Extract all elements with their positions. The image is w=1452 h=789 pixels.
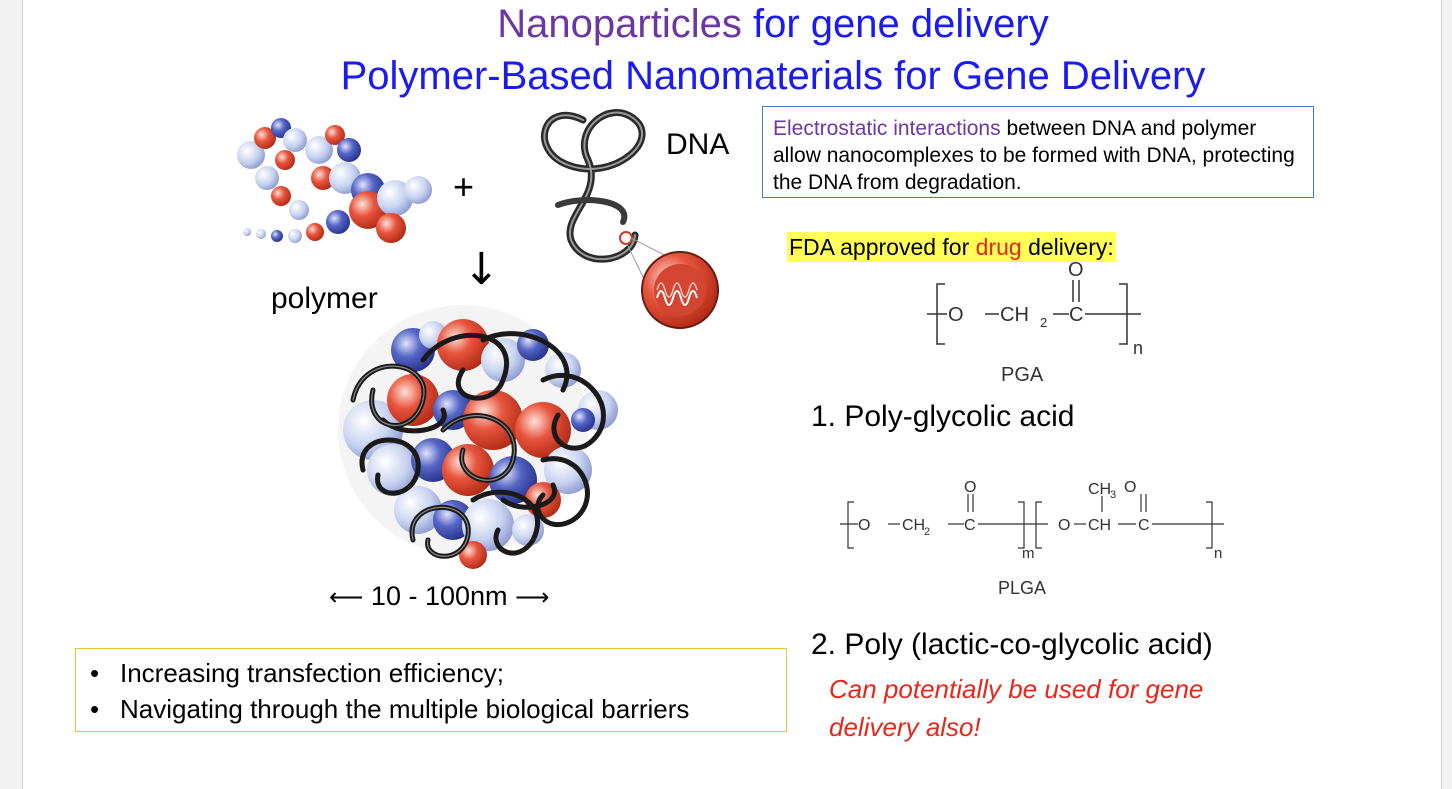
info-highlight: Electrostatic interactions xyxy=(773,117,1001,140)
info-text: between DNA and polymer allow nanocomple… xyxy=(773,117,1295,194)
slide-title-line1: Nanoparticles for gene delivery xyxy=(23,2,1452,46)
slide: Nanoparticles for gene delivery Polymer-… xyxy=(22,0,1442,789)
plga-ch3: CH xyxy=(1088,481,1111,498)
pga-o: O xyxy=(948,304,964,326)
size-arrow-left: ⟵ xyxy=(329,583,364,611)
down-arrow: ↓ xyxy=(463,244,500,295)
benefits-box: Increasing transfection efficiency; Navi… xyxy=(75,648,787,732)
plga-c2: C xyxy=(1138,517,1150,534)
size-label: 10 - 100nm xyxy=(370,581,508,611)
plga-o2: O xyxy=(1058,517,1070,534)
polymer-chain xyxy=(237,118,432,243)
plga-sub2: 2 xyxy=(924,526,930,538)
nanocomplex xyxy=(338,305,618,569)
slide-title-line2: Polymer-Based Nanomaterials for Gene Del… xyxy=(340,54,1206,98)
size-arrow-right: ⟶ xyxy=(515,583,550,611)
dna-ribbon xyxy=(540,109,679,319)
pga-ch2: CH xyxy=(1000,304,1029,326)
plga-name: 2. Poly (lactic-co-glycolic acid) xyxy=(811,628,1213,661)
title-nanoparticles: Nanoparticles xyxy=(497,2,742,46)
pga-n: n xyxy=(1133,338,1143,358)
gene-delivery-note: Can potentially be used for gene deliver… xyxy=(829,674,1204,742)
electrostatic-info-box: Electrostatic interactions between DNA a… xyxy=(762,106,1314,198)
nanocomplex-illustration xyxy=(237,109,719,569)
pga-abbrev: PGA xyxy=(1001,364,1044,386)
benefits-list: Increasing transfection efficiency; Navi… xyxy=(90,655,786,727)
dna-zoom-circle xyxy=(641,251,719,329)
fda-text-2: delivery: xyxy=(1021,234,1114,260)
plga-o1: O xyxy=(858,517,870,534)
plga-ch2: CH xyxy=(902,517,925,534)
fda-drug-highlight: drug xyxy=(975,234,1022,260)
pga-o-top: O xyxy=(1068,259,1084,281)
plga-abbrev: PLGA xyxy=(998,578,1047,598)
pga-name: 1. Poly-glycolic acid xyxy=(811,400,1075,433)
plga-o-top1: O xyxy=(964,479,976,496)
plga-o-top2: O xyxy=(1124,479,1136,496)
size-indicator: ⟵ 10 - 100nm ⟶ xyxy=(329,578,549,615)
pga-sub2: 2 xyxy=(1040,315,1047,330)
benefit-item: Increasing transfection efficiency; xyxy=(90,655,786,691)
polymer-label: polymer xyxy=(271,282,378,315)
dna-label: DNA xyxy=(666,128,730,161)
plga-m: m xyxy=(1022,545,1035,562)
pga-structure: O CH 2 C O n xyxy=(927,259,1143,358)
plga-ch: CH xyxy=(1088,517,1111,534)
fda-approved-heading: FDA approved for drug delivery: xyxy=(787,232,1116,262)
title-gene-delivery: for gene delivery xyxy=(741,2,1049,46)
fda-text-1: FDA approved for xyxy=(789,234,976,260)
pga-c: C xyxy=(1069,304,1083,326)
plga-ch3-sub: 3 xyxy=(1110,489,1116,501)
plga-n: n xyxy=(1214,545,1222,562)
plus-sign: + xyxy=(453,166,475,207)
plga-c1: C xyxy=(964,517,976,534)
benefit-item: Navigating through the multiple biologic… xyxy=(90,691,786,727)
plga-structure: O CH 2 C O m O CH O CH 3 C n xyxy=(840,479,1224,562)
